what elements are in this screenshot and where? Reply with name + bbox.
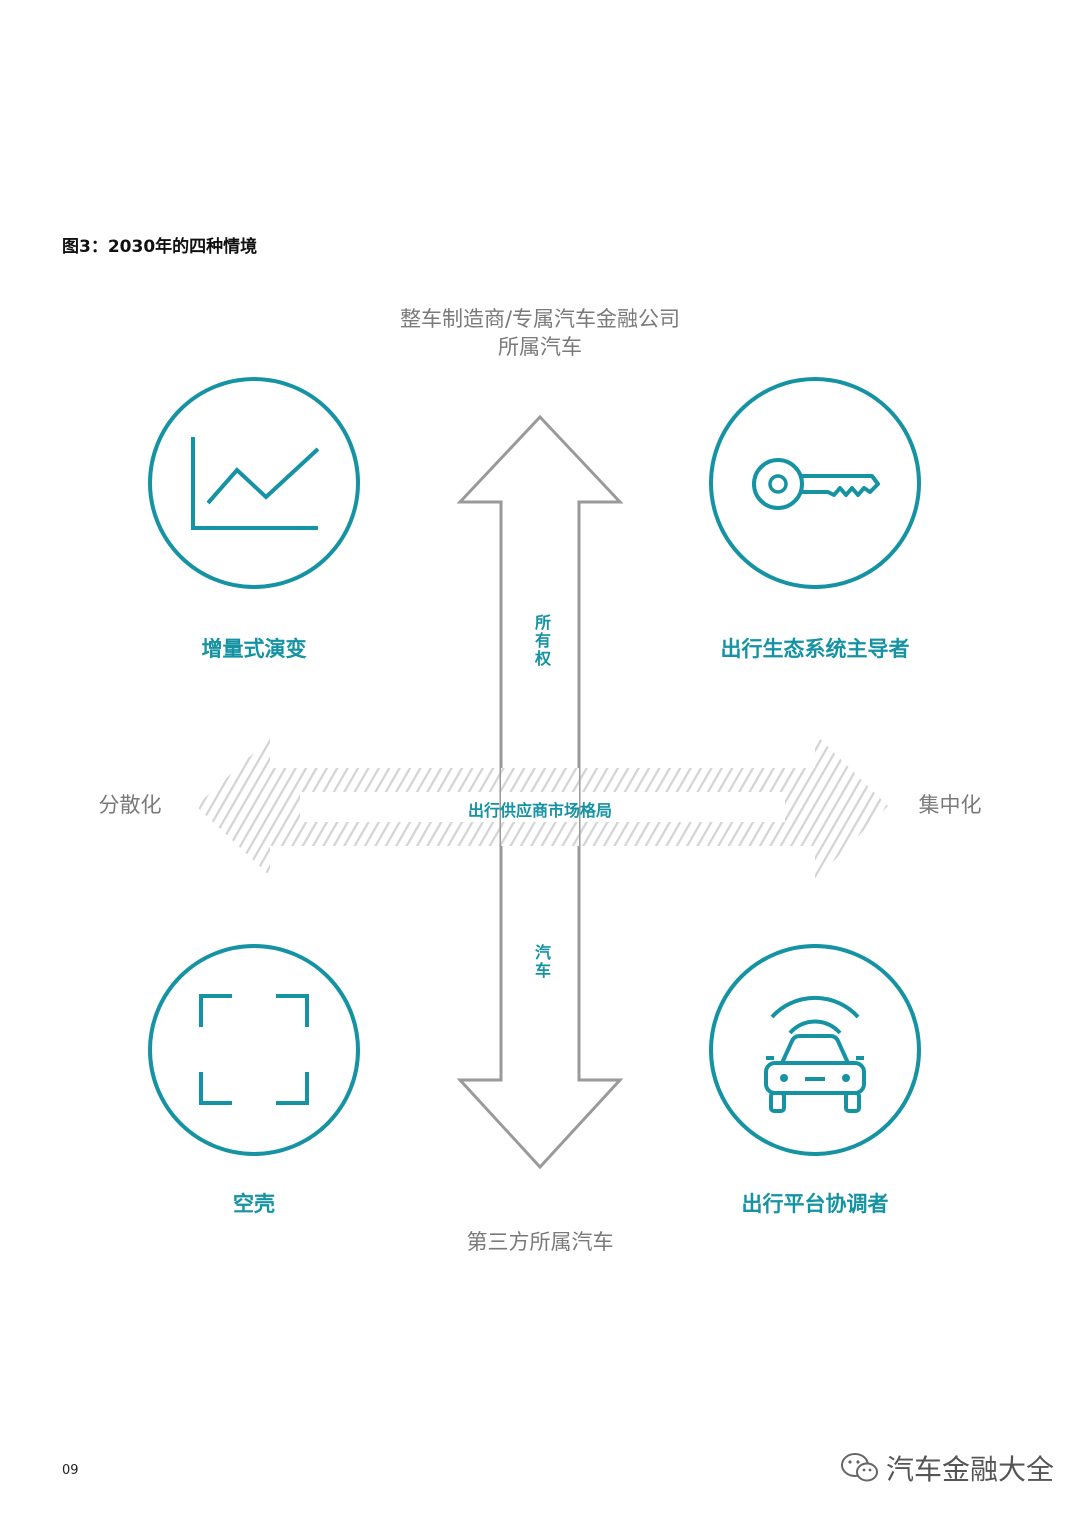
figure-title: 图3：2030年的四种情境 (62, 237, 258, 257)
page-number: 09 (62, 1463, 79, 1478)
axis-right-label: 集中化 (918, 793, 982, 817)
brand-watermark: 汽车金融大全 (840, 1448, 1054, 1488)
horizontal-arrow-label: 出行供应商市场格局 (467, 801, 612, 820)
brand-text: 汽车金融大全 (886, 1453, 1055, 1486)
vertical-upper-label: 所有权 (532, 614, 551, 668)
chat-bubble-icon (841, 1453, 878, 1482)
key-icon (709, 377, 921, 589)
axis-top-line1: 整车制造商/专属汽车金融公司 (399, 307, 681, 331)
vertical-lower-label: 汽车 (532, 944, 551, 980)
axis-bottom-label: 第三方所属汽车 (466, 1230, 614, 1254)
line-chart-icon (148, 377, 360, 589)
scenario-label-platform-coordinator: 出行平台协调者 (741, 1192, 889, 1216)
axis-left-label: 分散化 (98, 793, 162, 817)
connected-car-icon (709, 944, 921, 1156)
scenario-label-ecosystem-leader: 出行生态系统主导者 (720, 637, 910, 661)
axis-top-line2: 所属汽车 (498, 335, 582, 359)
empty-frame-icon (148, 944, 360, 1156)
scenario-label-empty-shell: 空壳 (233, 1192, 275, 1216)
axis-top-label: 整车制造商/专属汽车金融公司 所属汽车 (340, 305, 740, 361)
scenario-label-incremental: 增量式演变 (201, 637, 307, 661)
